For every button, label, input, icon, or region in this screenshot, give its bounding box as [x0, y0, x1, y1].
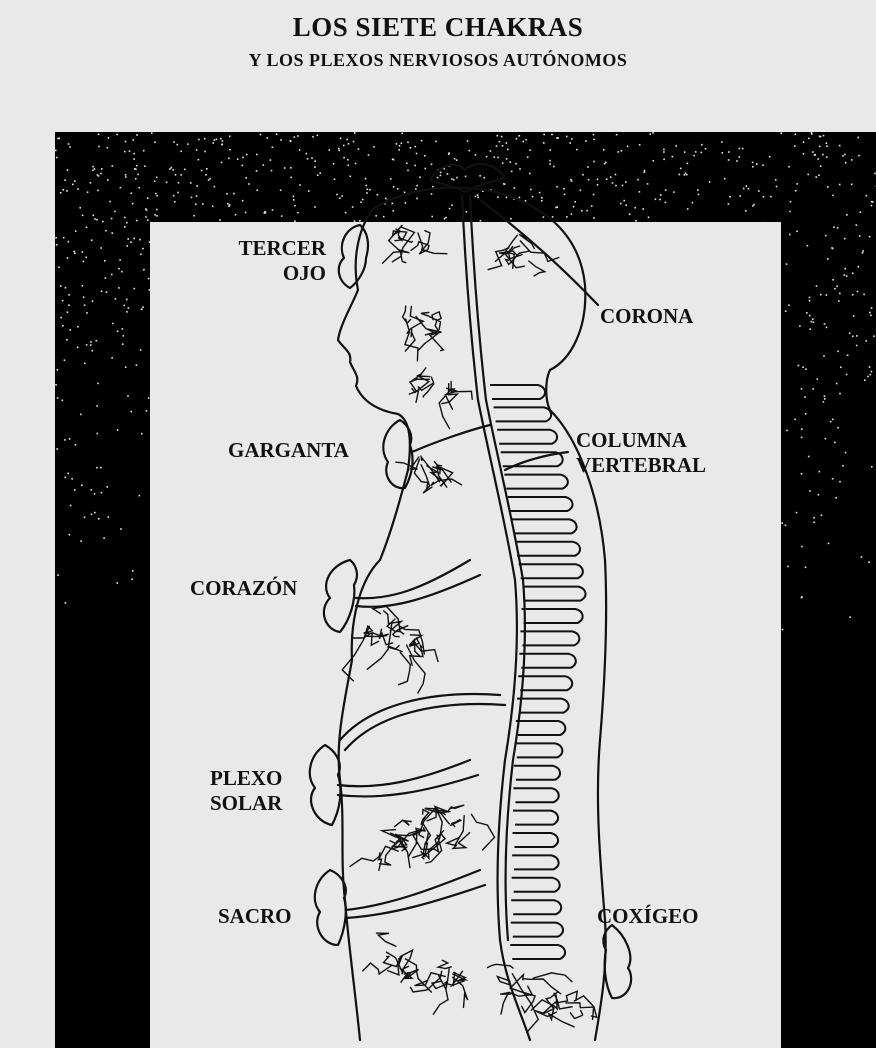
nerve-branch	[450, 820, 462, 827]
vertebra	[513, 811, 558, 825]
nerve-branch	[383, 250, 410, 264]
label-plexo-solar: PLEXO SOLAR	[210, 766, 282, 816]
vertebra	[511, 923, 563, 937]
vertebra	[512, 855, 559, 869]
nerve-branch	[523, 979, 560, 994]
vertebra	[504, 475, 568, 489]
vertebra	[518, 676, 572, 690]
label-corona: CORONA	[600, 304, 693, 329]
throat-plexus	[383, 420, 412, 488]
vertebra	[519, 564, 583, 578]
nerve-branch	[363, 963, 392, 974]
torso-front	[339, 470, 408, 1040]
third-eye-plexus	[339, 225, 368, 288]
nerve-branch	[413, 638, 438, 662]
label-tercer-ojo: TERCER OJO	[226, 236, 326, 286]
vertebra	[511, 900, 561, 914]
nerve-branch	[472, 814, 495, 850]
vertebra	[510, 945, 565, 959]
nerve-branch	[529, 261, 545, 276]
nerve-branch	[379, 846, 399, 870]
vertebra	[497, 430, 557, 444]
nerve-branch	[448, 805, 464, 810]
nerve-branch	[398, 232, 407, 241]
nerve-branch	[570, 1011, 582, 1019]
vertebra	[519, 654, 576, 668]
vertebra	[490, 385, 545, 399]
heart-plexus	[324, 560, 357, 632]
vertebra	[516, 721, 565, 735]
label-garganta: GARGANTA	[228, 438, 349, 463]
nerve-branch	[377, 933, 396, 946]
vertebra	[494, 407, 552, 421]
nerve-branch	[431, 479, 462, 486]
nerve-branch	[373, 606, 400, 630]
vertebra	[515, 743, 563, 757]
vertebral-column	[490, 385, 586, 959]
nerve-branch	[425, 320, 438, 335]
vertebra	[513, 833, 559, 847]
solar-plexus	[310, 745, 341, 825]
nerve-branch	[388, 646, 403, 652]
vertebra	[512, 878, 560, 892]
nerve-branch	[500, 993, 510, 1014]
nerve-branch	[409, 374, 429, 383]
nerve-branch	[395, 820, 412, 826]
face-profile	[338, 210, 410, 470]
nerve-branch	[350, 853, 380, 867]
nerve-branch	[488, 964, 513, 968]
vertebra	[517, 699, 569, 713]
nerve-branch	[533, 973, 572, 982]
label-columna-vertebral: COLUMNA VERTEBRAL	[576, 428, 706, 478]
vertebra	[514, 766, 560, 780]
nerve-branch	[438, 960, 451, 968]
label-sacro: SACRO	[218, 904, 292, 929]
nerve-branch	[390, 838, 410, 867]
vertebra	[522, 609, 583, 623]
head-outline	[372, 188, 585, 410]
nerve-branch	[416, 384, 432, 403]
vertebra	[508, 497, 573, 511]
label-coxigeo: COXÍGEO	[597, 904, 699, 929]
vertebra	[520, 631, 579, 645]
diaphragm	[340, 694, 505, 750]
sacral-plexus	[315, 870, 346, 945]
nerve-branch	[399, 653, 411, 685]
vertebra	[512, 519, 577, 533]
vertebra	[515, 542, 580, 556]
coccyx-plexus	[603, 925, 631, 998]
vertebra	[523, 587, 586, 601]
vertebra	[513, 788, 558, 802]
label-corazon: CORAZÓN	[190, 576, 297, 601]
